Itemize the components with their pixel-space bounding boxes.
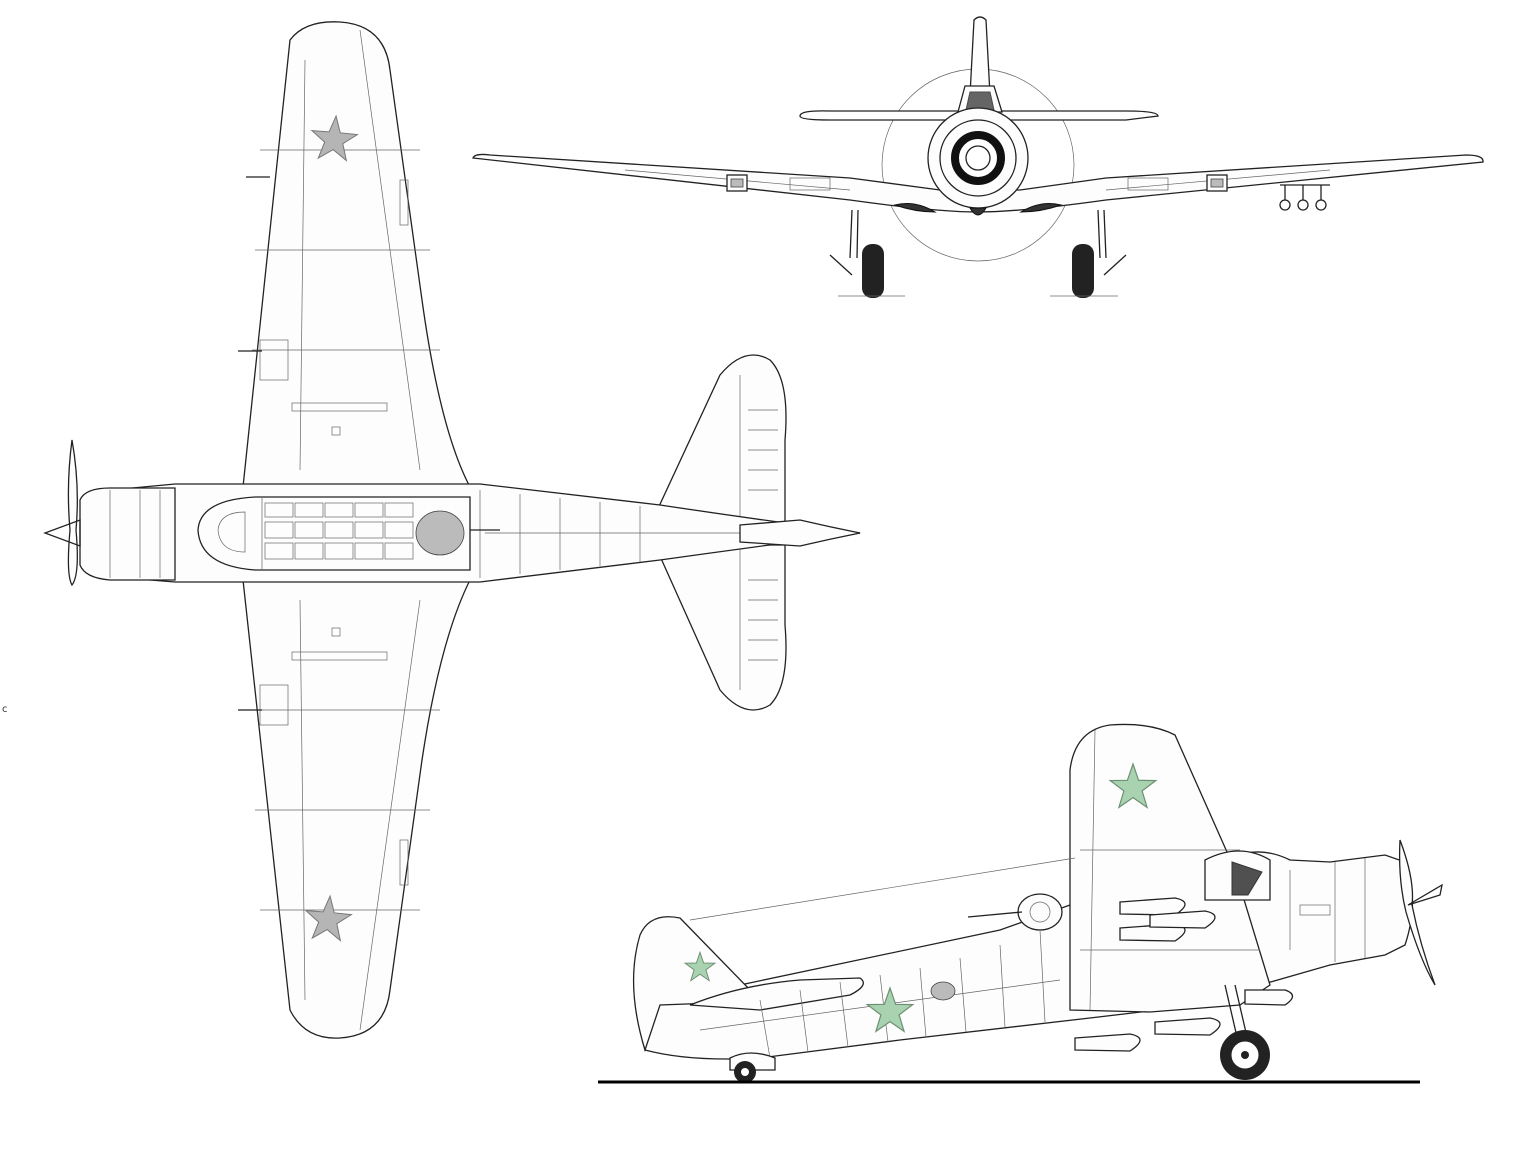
side-propeller (1398, 839, 1436, 986)
bombs (1074, 897, 1294, 1052)
engine-cowling (79, 487, 176, 581)
side-fin (632, 916, 757, 1053)
gear-right (1050, 209, 1127, 298)
rocket-rails (1279, 184, 1330, 211)
tail-wheel (729, 1052, 776, 1083)
plan-view (43, 21, 861, 1039)
upper-wing (242, 21, 472, 488)
gear-left (829, 209, 905, 298)
lower-wing (242, 579, 472, 1039)
stray-mark: c (2, 704, 8, 715)
fin (969, 16, 991, 96)
tailplane-upper (654, 354, 787, 526)
side-view (598, 723, 1443, 1084)
fuselage-side (635, 851, 1414, 1060)
tailplane-lower (653, 544, 787, 711)
canopy (197, 496, 471, 571)
side-main-gear (1220, 984, 1270, 1080)
front-view (472, 16, 1484, 298)
propeller (67, 439, 78, 587)
